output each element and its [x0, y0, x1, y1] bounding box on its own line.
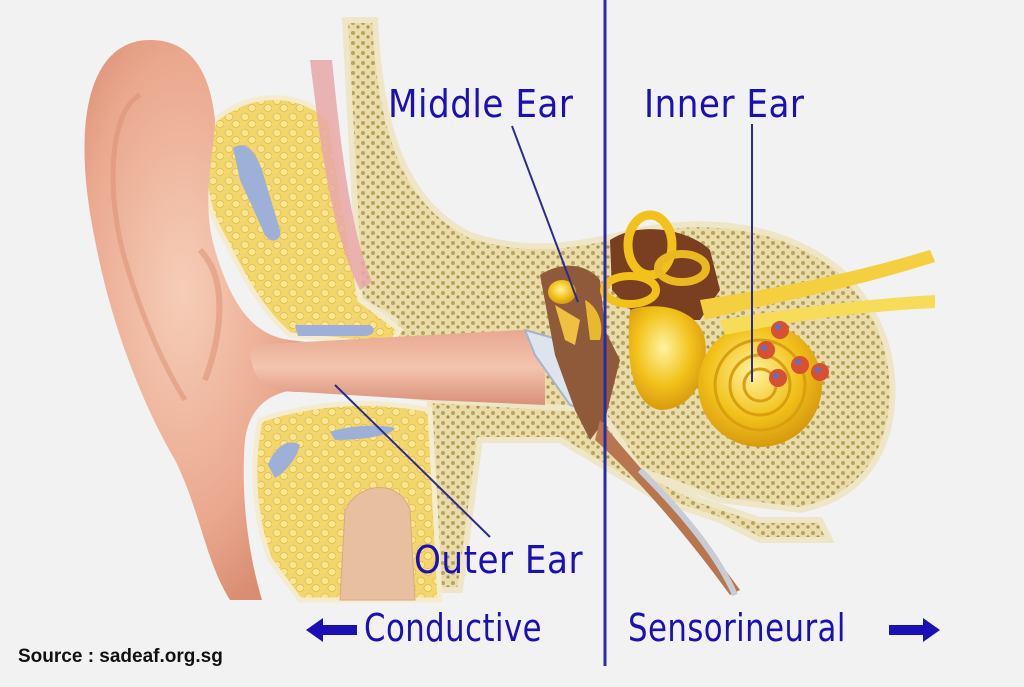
left-arrow-icon — [306, 618, 357, 642]
sensorineural-label: Sensorineural — [628, 606, 846, 650]
conductive-label: Conductive — [364, 606, 543, 650]
outer-ear-pointer — [334, 384, 491, 538]
right-arrow-icon — [889, 618, 940, 642]
inner-ear-label: Inner Ear — [644, 82, 805, 126]
middle-ear-pointer — [511, 125, 579, 303]
cochlear-cross-sections — [757, 321, 829, 387]
outer-ear-label: Outer Ear — [414, 538, 584, 582]
source-credit: Source : sadeaf.org.sg — [18, 646, 223, 667]
middle-ear-label: Middle Ear — [388, 82, 574, 126]
